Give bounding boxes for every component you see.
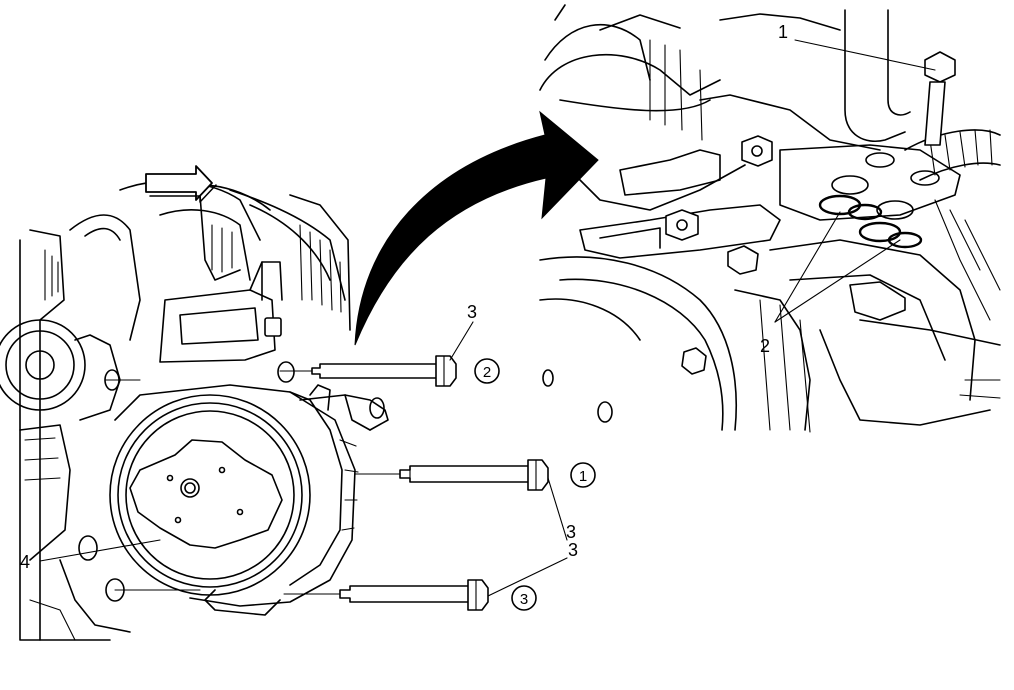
engine-compressor-view xyxy=(0,180,549,641)
engine-block xyxy=(0,180,351,641)
bolt-1 xyxy=(354,459,549,491)
leader-3-middle xyxy=(547,477,568,541)
sequence-badge-1: 1 xyxy=(570,462,596,488)
callout-3-middle: 3 xyxy=(566,522,576,542)
leader-4 xyxy=(39,539,161,562)
leader-3-lower xyxy=(487,557,568,597)
upper-bolt-detail xyxy=(924,51,956,146)
bolt-3 xyxy=(283,579,489,611)
view-direction-arrow-icon xyxy=(145,165,217,203)
callout-3-upper: 3 xyxy=(467,302,477,322)
callout-1: 1 xyxy=(778,22,788,42)
callout-4: 4 xyxy=(20,552,30,572)
sequence-1-label: 1 xyxy=(579,468,587,485)
curved-transition-arrow-icon xyxy=(354,110,599,346)
detail-view xyxy=(539,4,1001,433)
ac-compressor xyxy=(109,361,389,616)
callout-2: 2 xyxy=(760,336,770,356)
bolt-2 xyxy=(279,355,457,387)
sequence-badge-2: 2 xyxy=(474,358,500,384)
sequence-3-label: 3 xyxy=(520,591,528,608)
seal-rings xyxy=(818,194,923,249)
callout-3-lower: 3 xyxy=(568,540,578,560)
sequence-2-label: 2 xyxy=(483,364,491,381)
sequence-badge-3: 3 xyxy=(511,585,537,611)
leader-3-upper xyxy=(449,321,474,361)
